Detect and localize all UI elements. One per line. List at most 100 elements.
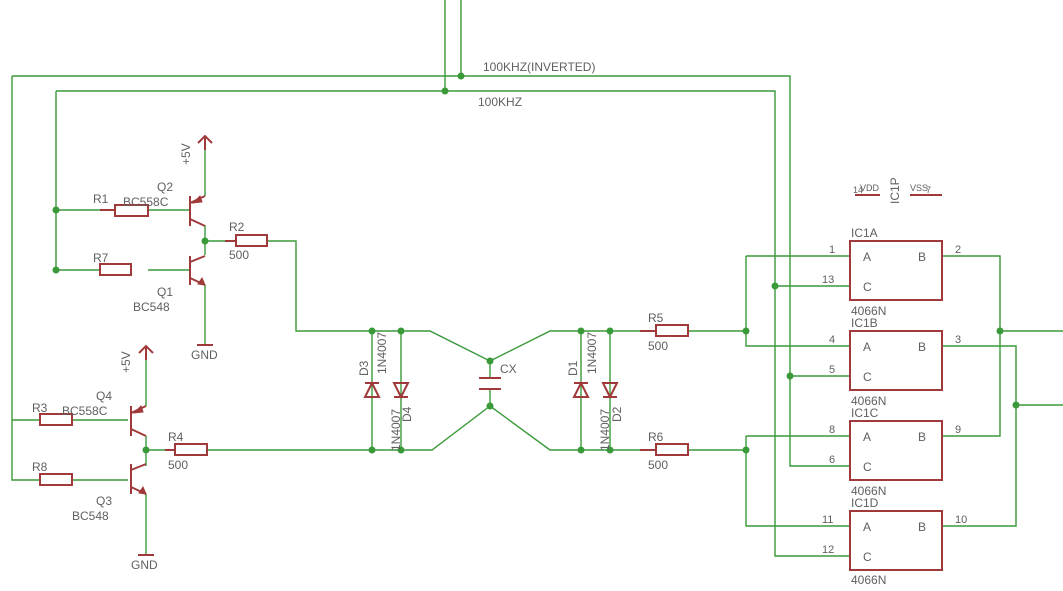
junction-dot xyxy=(1012,401,1020,409)
ic1c-b: B xyxy=(918,430,926,444)
junctions xyxy=(52,72,1020,454)
ic1b-part: 4066N xyxy=(851,394,886,408)
net-label-100khz: 100KHZ xyxy=(478,95,522,109)
vss-label: VSS xyxy=(910,183,928,193)
ic1b-a: A xyxy=(863,340,871,354)
r4-label: R4 xyxy=(168,430,184,444)
ic1c-part: 4066N xyxy=(851,484,886,498)
d2-label: D2 xyxy=(610,406,624,422)
cx-label: CX xyxy=(500,362,517,376)
junction-dot xyxy=(52,206,60,214)
resistor-r2: R2 500 xyxy=(225,220,268,262)
junction-dot xyxy=(441,87,449,95)
junction-dot xyxy=(142,446,150,454)
junction-dot xyxy=(771,282,779,290)
d3-label: D3 xyxy=(357,360,371,376)
ic1d-pin-b: 10 xyxy=(955,514,967,526)
diode-d3: D3 1N4007 xyxy=(357,332,389,398)
ic1p-label: IC1P xyxy=(888,177,902,204)
r7-label: R7 xyxy=(93,251,109,265)
ic1d-name: IC1D xyxy=(851,496,879,510)
q1-type: BC548 xyxy=(133,300,170,314)
ic1d-b: B xyxy=(918,520,926,534)
junction-dot xyxy=(577,327,585,335)
q3-label: Q3 xyxy=(96,494,112,508)
transistor-q1: Q1 BC548 xyxy=(133,255,206,314)
ic1b-b: B xyxy=(918,340,926,354)
ic1d-pin-a: 11 xyxy=(822,514,833,526)
resistor-r1: R1 xyxy=(93,192,149,217)
r8-label: R8 xyxy=(32,460,48,474)
junction-dot xyxy=(606,446,614,454)
ic1a-b: B xyxy=(918,250,926,264)
junction-dot xyxy=(368,446,376,454)
ic1a-c: C xyxy=(863,280,872,294)
ic1d-part: 4066N xyxy=(851,573,886,587)
r1-label: R1 xyxy=(93,192,109,206)
ic1a-pin-a: 1 xyxy=(829,244,835,256)
junction-dot xyxy=(52,266,60,274)
d2-type: 1N4007 xyxy=(598,409,612,451)
r3-label: R3 xyxy=(32,401,48,415)
ic1a-pin-c: 13 xyxy=(822,274,834,286)
resistor-r8: R8 xyxy=(32,460,73,486)
r6-value: 500 xyxy=(648,458,668,472)
d1-type: 1N4007 xyxy=(585,332,599,374)
capacitor-cx: CX xyxy=(479,362,517,390)
transistor-q3: Q3 BC548 xyxy=(72,463,147,523)
r2-label: R2 xyxy=(229,220,245,234)
gnd-q3-label: GND xyxy=(131,558,158,572)
d4-type: 1N4007 xyxy=(389,409,403,451)
junction-dot xyxy=(606,327,614,335)
ic1a-pin-b: 2 xyxy=(955,244,961,256)
d3-type: 1N4007 xyxy=(375,332,389,374)
transistor-q4: Q4 BC558C xyxy=(62,389,147,437)
ic1c-name: IC1C xyxy=(851,406,879,420)
diode-d2: D2 1N4007 xyxy=(598,382,624,451)
r5-label: R5 xyxy=(648,311,664,325)
ic1c-c: C xyxy=(863,460,872,474)
vdd-label: VDD xyxy=(860,183,880,193)
gnd-q1-label: GND xyxy=(191,348,218,362)
q4-type: BC558C xyxy=(62,404,108,418)
vdd-pin: 14 xyxy=(853,185,863,195)
junction-dot xyxy=(201,237,209,245)
diode-d1: D1 1N4007 xyxy=(566,332,599,398)
power-ic-ic1p: 14 VDD VSS 7 IC1P xyxy=(853,177,942,204)
q1-label: Q1 xyxy=(157,285,173,299)
wires xyxy=(11,0,1063,557)
supply-q2-label: +5V xyxy=(179,143,193,165)
ic1b-pin-b: 3 xyxy=(955,334,961,346)
ic1b-pin-a: 4 xyxy=(829,334,835,346)
r2-value: 500 xyxy=(229,248,249,262)
junction-dot xyxy=(397,446,405,454)
junction-dot xyxy=(486,357,494,365)
r6-label: R6 xyxy=(648,430,664,444)
junction-dot xyxy=(996,327,1004,335)
ic1c-pin-a: 8 xyxy=(829,424,835,436)
gate-ic1b: IC1B 4066N A C B 4 5 3 xyxy=(829,316,961,408)
junction-dot xyxy=(397,327,405,335)
ic1a-name: IC1A xyxy=(851,226,878,240)
diode-d4: D4 1N4007 xyxy=(389,382,414,451)
junction-dot xyxy=(368,327,376,335)
ic1c-pin-c: 6 xyxy=(829,454,835,466)
d1-label: D1 xyxy=(566,360,580,376)
vss-pin: 7 xyxy=(926,185,931,195)
ic1d-a: A xyxy=(863,520,871,534)
resistor-r5: R5 500 xyxy=(640,311,689,353)
ic1c-a: A xyxy=(863,430,871,444)
junction-dot xyxy=(577,446,585,454)
d4-label: D4 xyxy=(400,406,414,422)
r5-value: 500 xyxy=(648,339,668,353)
ic1d-c: C xyxy=(863,550,872,564)
gate-ic1d: IC1D 4066N A C B 11 12 10 xyxy=(822,496,967,587)
q2-type: BC558C xyxy=(123,195,169,209)
resistor-r3: R3 xyxy=(32,401,73,426)
ic1a-a: A xyxy=(863,250,871,264)
ground-q3: GND xyxy=(131,554,158,572)
ic1b-c: C xyxy=(863,370,872,384)
ic1b-name: IC1B xyxy=(851,316,878,330)
transistor-q2: Q2 BC558C xyxy=(123,180,206,227)
